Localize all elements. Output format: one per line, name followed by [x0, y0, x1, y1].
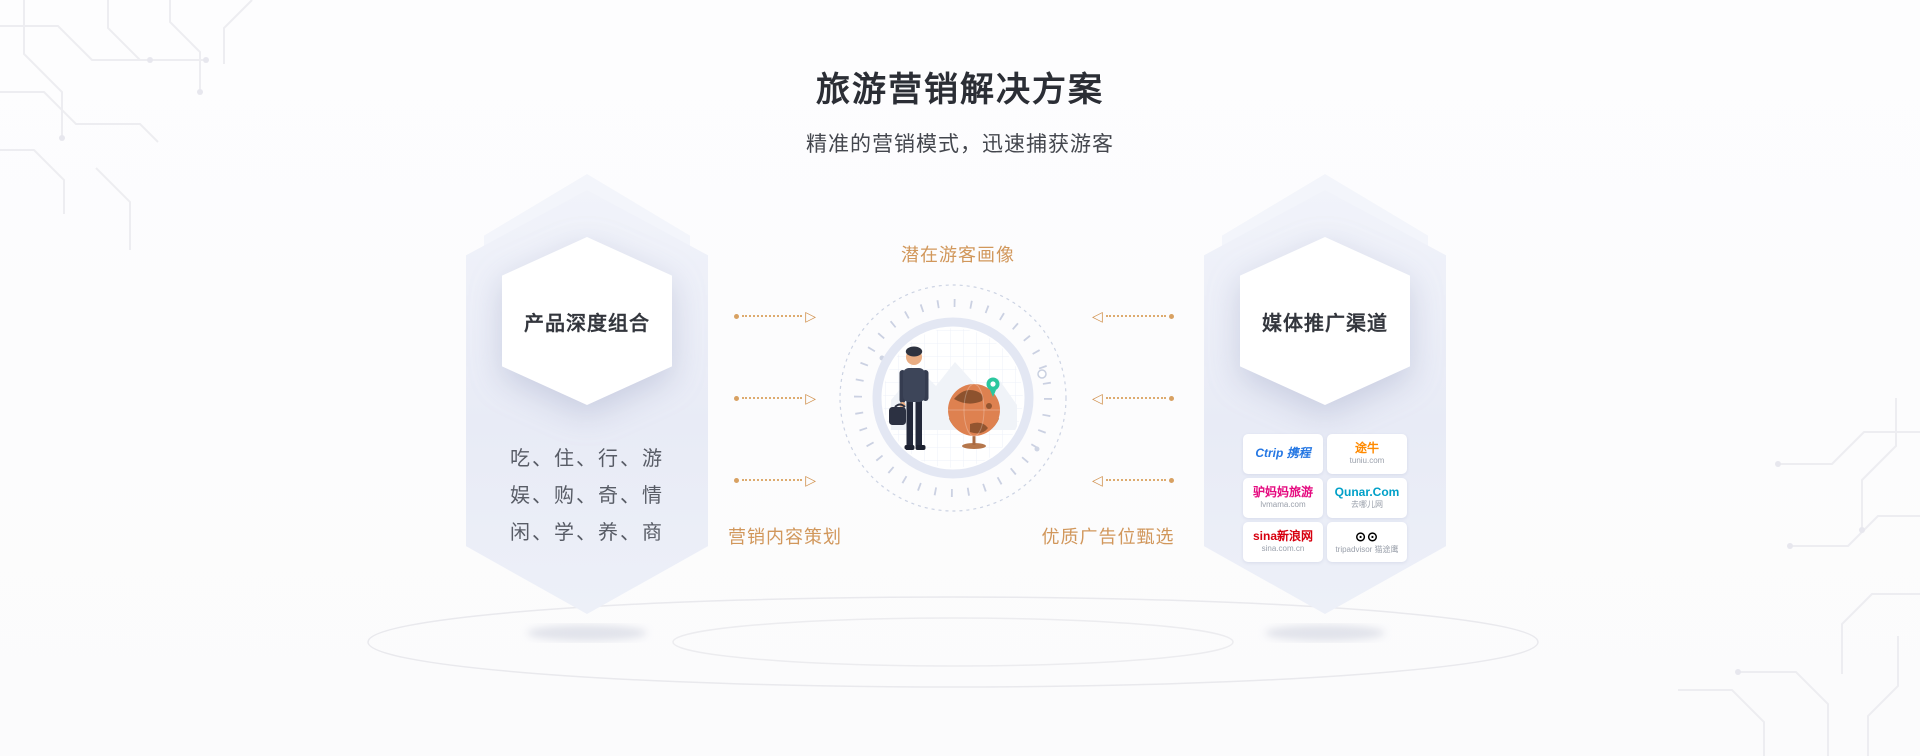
tick-ring [854, 299, 1052, 497]
arrow-head-left-icon: ◁ [1092, 472, 1103, 488]
label-tourist-profile: 潜在游客画像 [901, 245, 1015, 265]
left-card-title: 产品深度组合 [524, 312, 650, 335]
media-logo-grid: Ctrip 携程 途牛 tuniu.com 驴妈妈旅游 lvmama.com Q… [1243, 434, 1407, 562]
arrow-head-right-icon: ▷ [805, 472, 816, 488]
arrow-dotted-line [742, 397, 803, 399]
arrow-head-right-icon: ▷ [805, 390, 816, 406]
flow-arrow-left-2: ▷ [734, 391, 816, 405]
arrow-dotted-line [742, 315, 803, 317]
arrow-head-left-icon: ◁ [1092, 308, 1103, 324]
dashed-orbit-circle [839, 284, 1067, 512]
flow-arrow-right-3: ◁ [1092, 473, 1174, 487]
arrow-dotted-line [742, 479, 803, 481]
arrow-dot [734, 395, 739, 401]
flow-arrow-right-2: ◁ [1092, 391, 1174, 405]
flow-arrow-left-1: ▷ [734, 309, 816, 323]
flow-arrow-right-1: ◁ [1092, 309, 1174, 323]
arrow-dot [734, 477, 739, 483]
arrow-dotted-line [1105, 479, 1166, 481]
arrow-head-left-icon: ◁ [1092, 390, 1103, 406]
media-channels-card: 媒体推广渠道 Ctrip 携程 途牛 tuniu.com 驴妈妈旅游 lvmam… [1204, 174, 1446, 614]
sina-logo: sina新浪网 sina.com.cn [1243, 522, 1323, 562]
arrow-dot [1169, 395, 1174, 401]
arrow-dotted-line [1105, 315, 1166, 317]
location-pin-icon [986, 377, 1000, 397]
arrow-dot [1169, 313, 1174, 319]
traveler-illustration [883, 328, 1023, 468]
arrow-dot [734, 313, 739, 319]
flow-arrow-left-3: ▷ [734, 473, 816, 487]
lvmama-logo: 驴妈妈旅游 lvmama.com [1243, 478, 1323, 518]
hexagon-badge: 媒体推广渠道 [1240, 237, 1410, 405]
arrow-dotted-line [1105, 397, 1166, 399]
product-line: 娱、购、奇、情 [510, 485, 664, 507]
product-combination-card: 产品深度组合 吃、住、行、游 娱、购、奇、情 闲、学、养、商 [466, 174, 708, 614]
section-title: 旅游营销解决方案 [816, 71, 1104, 109]
label-content-planning: 营销内容策划 [728, 527, 842, 547]
product-line: 吃、住、行、游 [510, 448, 664, 470]
right-card-title: 媒体推广渠道 [1262, 312, 1388, 335]
arrow-head-right-icon: ▷ [805, 308, 816, 324]
product-line: 闲、学、养、商 [510, 522, 664, 544]
tuniu-logo: 途牛 tuniu.com [1327, 434, 1407, 474]
arrow-dot [1169, 477, 1174, 483]
tripadvisor-logo: ⊙⊙ tripadvisor 猫途鹰 [1327, 522, 1407, 562]
section-subtitle: 精准的营销模式，迅速捕获游客 [806, 133, 1114, 156]
ctrip-logo: Ctrip 携程 [1243, 434, 1323, 474]
hexagon-badge: 产品深度组合 [502, 237, 672, 405]
product-elements-list: 吃、住、行、游 娱、购、奇、情 闲、学、养、商 [466, 441, 708, 552]
tourist-profile-diagram [839, 284, 1067, 512]
qunar-logo: Qunar.Com 去哪儿网 [1327, 478, 1407, 518]
label-ad-selection: 优质广告位甄选 [1041, 527, 1175, 547]
